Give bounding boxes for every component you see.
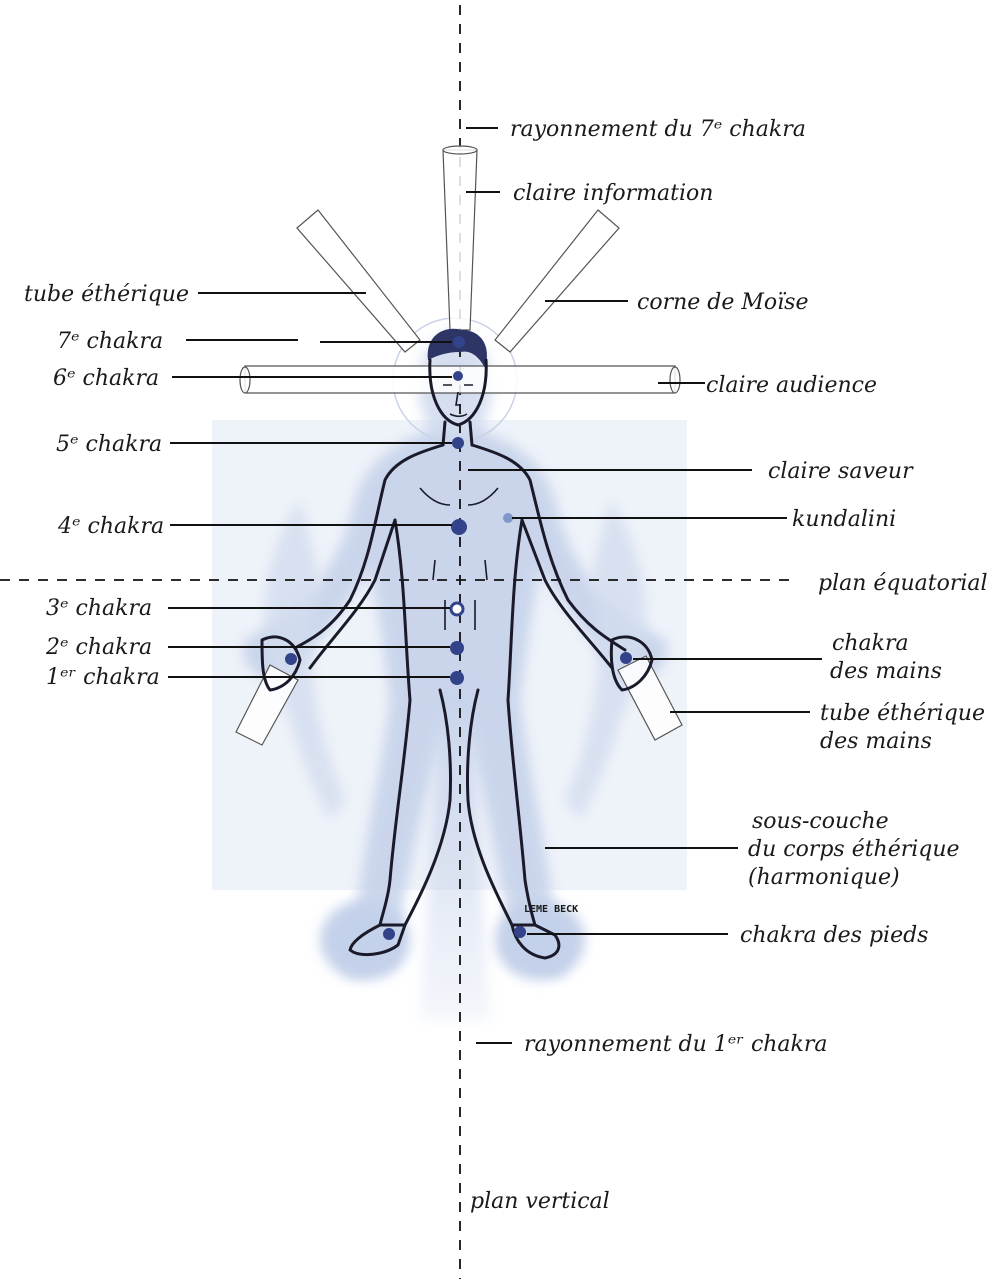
tube-diagonal-right: [495, 210, 619, 352]
label-sous-couche-3: (harmonique): [748, 865, 900, 890]
label-tube-etherique: tube éthérique: [24, 282, 189, 307]
label-ray-1: rayonnement du 1ᵉʳ chakra: [524, 1032, 828, 1057]
chakra-4-dot: [451, 519, 467, 535]
label-chakra-5: 5ᵉ chakra: [56, 432, 162, 457]
tube-horizontal-right-cap: [670, 367, 680, 393]
chakra-3-dot: [451, 603, 463, 615]
label-chakra-3: 3ᵉ chakra: [46, 596, 152, 621]
label-chakra-6: 6ᵉ chakra: [53, 366, 159, 391]
label-tube-mains-2: des mains: [820, 729, 932, 754]
chakra-5-dot: [452, 437, 464, 449]
label-chakra-4: 4ᵉ chakra: [57, 514, 164, 539]
label-chakra-mains-1: chakra: [832, 631, 909, 656]
chakra-left-hand-dot: [285, 653, 297, 665]
label-plan-vertical: plan vertical: [470, 1189, 610, 1214]
aura-left-foot: [320, 900, 410, 980]
chakra-7-dot: [453, 336, 465, 348]
tube-vertical-cap: [443, 146, 477, 154]
chakra-6-dot: [453, 371, 463, 381]
chakra-1-dot: [450, 671, 464, 685]
etheric-aura: [212, 318, 687, 1020]
label-plan-equatorial: plan équatorial: [818, 571, 988, 596]
label-claire-audience: claire audience: [706, 373, 877, 398]
label-ray-7: rayonnement du 7ᵉ chakra: [510, 117, 806, 142]
chakra-right-foot-dot: [514, 926, 526, 938]
tube-horizontal-left-cap: [240, 367, 250, 393]
label-chakra-1: 1ᵉʳ chakra: [46, 665, 160, 690]
label-sous-couche-2: du corps éthérique: [748, 837, 960, 862]
label-sous-couche-1: sous-couche: [752, 809, 889, 834]
tube-diagonal-left: [297, 210, 420, 352]
chakra-right-hand-dot: [620, 652, 632, 664]
kundalini-dot: [503, 513, 513, 523]
label-corne-moise: corne de Moïse: [637, 290, 808, 315]
label-chakra-pieds: chakra des pieds: [740, 923, 928, 948]
chakra-left-foot-dot: [383, 928, 395, 940]
tube-vertical: [443, 150, 477, 330]
chakra-2-dot: [450, 641, 464, 655]
label-chakra-7: 7ᵉ chakra: [57, 329, 163, 354]
label-kundalini: kundalini: [792, 507, 896, 532]
label-chakra-mains-2: des mains: [830, 659, 942, 684]
label-tube-mains-1: tube éthérique: [820, 701, 985, 726]
label-claire-information: claire information: [513, 181, 713, 206]
artist-signature: LEME BECK: [524, 904, 578, 915]
label-claire-saveur: claire saveur: [768, 459, 914, 484]
label-chakra-2: 2ᵉ chakra: [45, 635, 152, 660]
